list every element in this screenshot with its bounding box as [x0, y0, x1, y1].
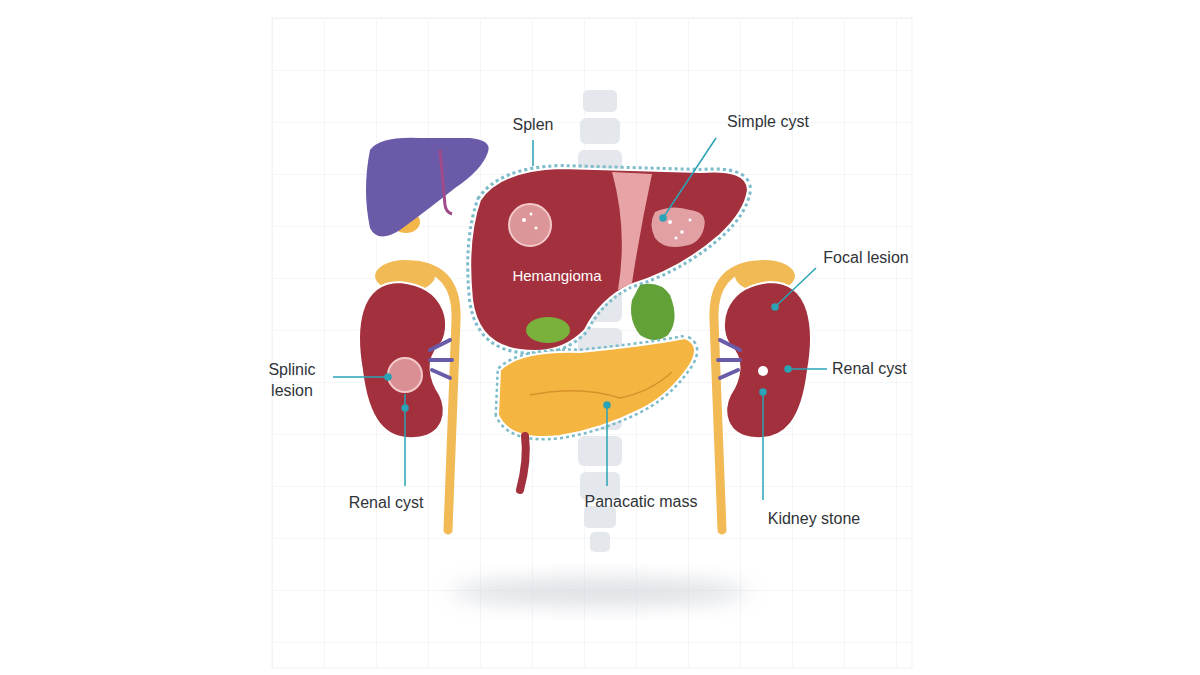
liver: [470, 168, 748, 351]
callout-label: Kidney stone: [768, 509, 861, 530]
grid-panel: [272, 18, 912, 668]
shadow: [450, 578, 750, 606]
callout-label: Simple cyst: [727, 112, 809, 133]
stomach: [631, 284, 675, 340]
right-kidney: [714, 260, 811, 530]
gallbladder: [526, 317, 570, 343]
callout-label: Splinic lesion: [256, 360, 328, 402]
leader-lines: [333, 138, 827, 500]
callout-label: Hemangioma: [512, 266, 601, 286]
callout-label: Panacatic mass: [585, 492, 698, 513]
left-kidney: [359, 260, 456, 530]
callout-label: Splen: [513, 115, 554, 136]
callout-label: Renal cyst: [832, 359, 907, 380]
pancreas: [498, 338, 695, 490]
callout-label: Renal cyst: [349, 493, 424, 514]
callout-label: Focal lesion: [823, 248, 908, 269]
